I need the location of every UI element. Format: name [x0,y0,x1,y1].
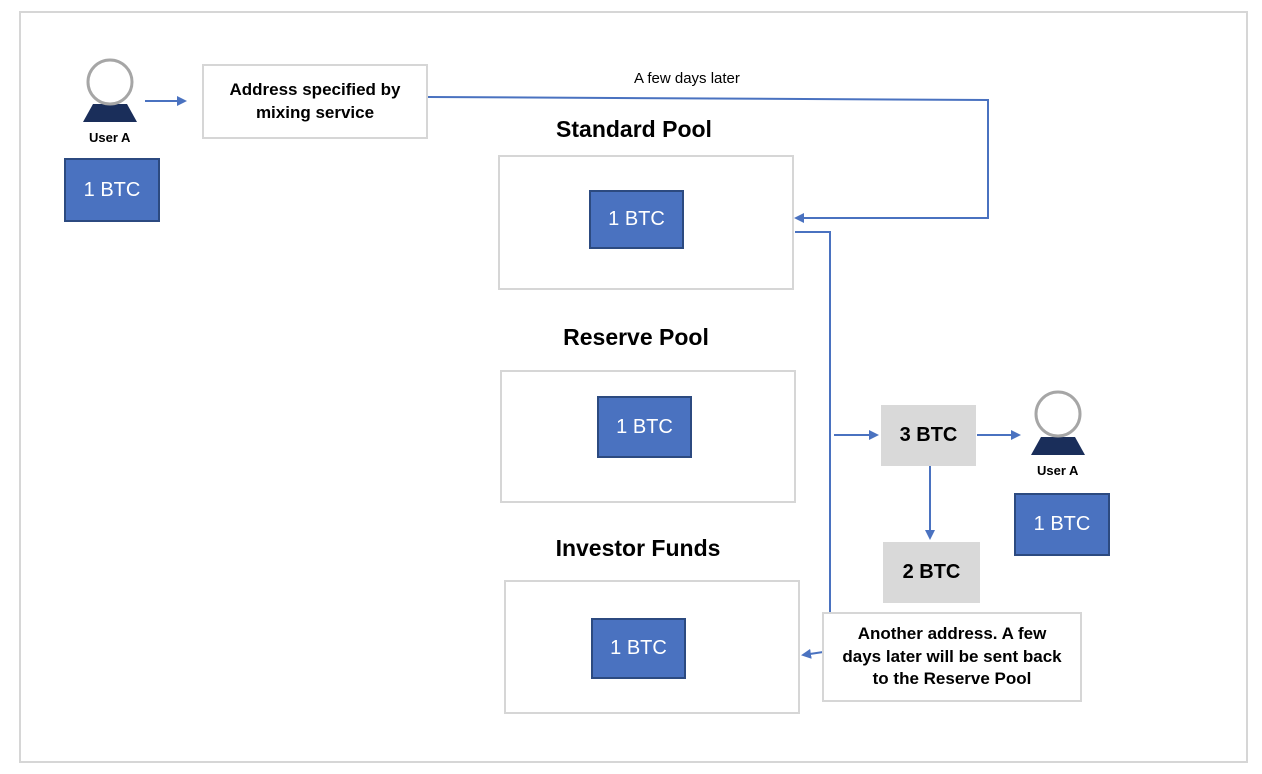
arrow-address-to-standard-pool [427,96,989,223]
remainder-btc-node: 2 BTC [883,542,980,603]
btc-badge: 1 BTC [1014,493,1110,556]
arrow-standard-pool-down [795,231,831,659]
total-btc-node: 3 BTC [881,405,976,466]
btc-badge: 1 BTC [64,158,160,222]
mixing-address-box: Address specified by mixing service [202,64,428,139]
user-a-label: User A [89,130,131,145]
standard-pool-btc: 1 BTC [589,190,684,249]
reserve-pool-btc: 1 BTC [597,396,692,458]
investor-funds-btc: 1 BTC [591,618,686,679]
investor-funds-box [504,580,800,714]
delay-label: A few days later [634,70,740,87]
reserve-pool-title: Reserve Pool [563,324,709,350]
investor-funds-title: Investor Funds [555,535,721,561]
another-address-box: Another address. A few days later will b… [822,612,1082,702]
standard-pool-title: Standard Pool [556,116,712,142]
user-a-label: User A [1037,463,1079,478]
diagram-frame [19,11,1248,763]
